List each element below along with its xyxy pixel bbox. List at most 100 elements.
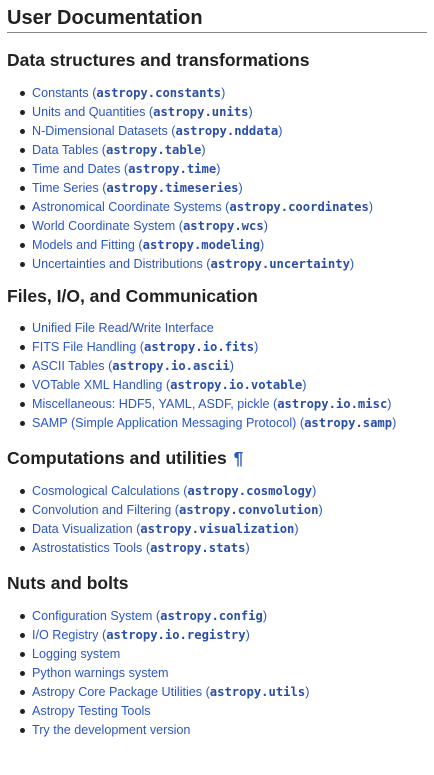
doc-link-label: FITS File Handling xyxy=(32,340,137,354)
list-item: Configuration System (astropy.config) xyxy=(20,607,427,626)
doc-link-label: Uncertainties and Distributions xyxy=(32,257,203,271)
list-item: Try the development version xyxy=(20,721,427,740)
close-paren: ) xyxy=(349,257,355,271)
doc-link[interactable]: Astropy Testing Tools xyxy=(32,704,151,718)
doc-link-label: Units and Quantities xyxy=(32,105,146,119)
doc-link-label: Time and Dates xyxy=(32,162,121,176)
list-item: FITS File Handling (astropy.io.fits) xyxy=(20,338,427,357)
doc-link-label: Constants xyxy=(32,86,89,100)
open-paren: ( xyxy=(296,416,305,430)
doc-link[interactable]: Python warnings system xyxy=(32,666,169,680)
module-name: astropy.table xyxy=(105,143,202,157)
close-paren: ) xyxy=(254,340,259,354)
list-item: Convolution and Filtering (astropy.convo… xyxy=(20,501,427,520)
doc-link-label: ASCII Tables xyxy=(32,359,105,373)
doc-link[interactable]: Time and Dates (astropy.time) xyxy=(32,162,220,176)
doc-link-label: Miscellaneous: HDF5, YAML, ASDF, pickle xyxy=(32,397,270,411)
doc-link[interactable]: Data Tables (astropy.table) xyxy=(32,143,206,157)
open-paren: ( xyxy=(167,124,176,138)
doc-link[interactable]: ASCII Tables (astropy.io.ascii) xyxy=(32,359,234,373)
close-paren: ) xyxy=(262,609,268,623)
module-name: astropy.time xyxy=(128,162,217,176)
list-item: Miscellaneous: HDF5, YAML, ASDF, pickle … xyxy=(20,395,427,414)
close-paren: ) xyxy=(245,628,250,642)
section-heading-text: Data structures and transformations xyxy=(7,50,310,70)
close-paren: ) xyxy=(302,378,307,392)
doc-link[interactable]: Astrostatistics Tools (astropy.stats) xyxy=(32,541,250,555)
section-heading: Computations and utilities ¶ xyxy=(7,446,427,470)
list-item: N-Dimensional Datasets (astropy.nddata) xyxy=(20,122,427,141)
doc-link-label: SAMP (Simple Application Messaging Proto… xyxy=(32,416,297,430)
close-paren: ) xyxy=(294,522,299,536)
list-item: Astrostatistics Tools (astropy.stats) xyxy=(20,539,427,558)
module-name: astropy.io.misc xyxy=(277,397,388,411)
open-paren: ( xyxy=(98,143,106,157)
doc-link-label: Try the development version xyxy=(32,723,191,737)
doc-link[interactable]: N-Dimensional Datasets (astropy.nddata) xyxy=(32,124,282,138)
close-paren: ) xyxy=(278,124,283,138)
doc-link[interactable]: Convolution and Filtering (astropy.convo… xyxy=(32,503,323,517)
doc-link[interactable]: VOTable XML Handling (astropy.io.votable… xyxy=(32,378,306,392)
doc-link[interactable]: Configuration System (astropy.config) xyxy=(32,609,267,623)
doc-link[interactable]: Units and Quantities (astropy.units) xyxy=(32,105,253,119)
module-name: astropy.utils xyxy=(209,685,306,699)
list-item: Astropy Testing Tools xyxy=(20,702,427,721)
doc-link[interactable]: Astronomical Coordinate Systems (astropy… xyxy=(32,200,373,214)
doc-link-label: Data Tables xyxy=(32,143,99,157)
doc-link[interactable]: Astropy Core Package Utilities (astropy.… xyxy=(32,685,309,699)
close-paren: ) xyxy=(263,219,268,233)
close-paren: ) xyxy=(312,484,317,498)
close-paren: ) xyxy=(245,541,250,555)
section-link-list: Configuration System (astropy.config) I/O… xyxy=(7,607,427,740)
module-name: astropy.coordinates xyxy=(229,200,369,214)
doc-link[interactable]: Miscellaneous: HDF5, YAML, ASDF, pickle … xyxy=(32,397,391,411)
doc-link-label: Time Series xyxy=(32,181,99,195)
module-name: astropy.io.registry xyxy=(106,628,246,642)
doc-link[interactable]: Time Series (astropy.timeseries) xyxy=(32,181,243,195)
close-paren: ) xyxy=(387,397,392,411)
list-item: Models and Fitting (astropy.modeling) xyxy=(20,236,427,255)
doc-link[interactable]: Uncertainties and Distributions (astropy… xyxy=(32,257,354,271)
doc-link-label: World Coordinate System xyxy=(32,219,176,233)
open-paren: ( xyxy=(152,609,161,623)
list-item: Units and Quantities (astropy.units) xyxy=(20,103,427,122)
doc-link-label: VOTable XML Handling xyxy=(32,378,163,392)
doc-link-label: Logging system xyxy=(32,647,121,661)
open-paren: ( xyxy=(175,219,183,233)
doc-link[interactable]: Try the development version xyxy=(32,723,190,737)
list-item: Logging system xyxy=(20,645,427,664)
section-link-list: Cosmological Calculations (astropy.cosmo… xyxy=(7,482,427,558)
doc-link[interactable]: I/O Registry (astropy.io.registry) xyxy=(32,628,250,642)
doc-link-label: Python warnings system xyxy=(32,666,169,680)
section-heading-text: Files, I/O, and Communication xyxy=(7,286,258,306)
module-name: astropy.io.ascii xyxy=(112,359,230,373)
module-name: astropy.nddata xyxy=(175,124,279,138)
module-name: astropy.constants xyxy=(96,86,222,100)
close-paren: ) xyxy=(318,503,323,517)
doc-link[interactable]: Constants (astropy.constants) xyxy=(32,86,225,100)
doc-link[interactable]: Logging system xyxy=(32,647,120,661)
module-name: astropy.units xyxy=(153,105,249,119)
doc-link[interactable]: Cosmological Calculations (astropy.cosmo… xyxy=(32,484,316,498)
doc-link[interactable]: FITS File Handling (astropy.io.fits) xyxy=(32,340,258,354)
open-paren: ( xyxy=(221,200,230,214)
open-paren: ( xyxy=(98,628,107,642)
heading-permalink[interactable]: ¶ xyxy=(233,448,244,468)
open-paren: ( xyxy=(145,105,154,119)
doc-link[interactable]: World Coordinate System (astropy.wcs) xyxy=(32,219,268,233)
module-name: astropy.convolution xyxy=(179,503,319,517)
doc-link[interactable]: Models and Fitting (astropy.modeling) xyxy=(32,238,264,252)
doc-link-label: Models and Fitting xyxy=(32,238,135,252)
open-paren: ( xyxy=(179,484,188,498)
doc-link-label: I/O Registry xyxy=(32,628,99,642)
doc-link[interactable]: Unified File Read/Write Interface xyxy=(32,321,214,335)
list-item: VOTable XML Handling (astropy.io.votable… xyxy=(20,376,427,395)
open-paren: ( xyxy=(88,86,97,100)
list-item: SAMP (Simple Application Messaging Proto… xyxy=(20,414,427,433)
list-item: Python warnings system xyxy=(20,664,427,683)
list-item: ASCII Tables (astropy.io.ascii) xyxy=(20,357,427,376)
doc-link[interactable]: Data Visualization (astropy.visualizatio… xyxy=(32,522,299,536)
doc-link[interactable]: SAMP (Simple Application Messaging Proto… xyxy=(32,416,396,430)
